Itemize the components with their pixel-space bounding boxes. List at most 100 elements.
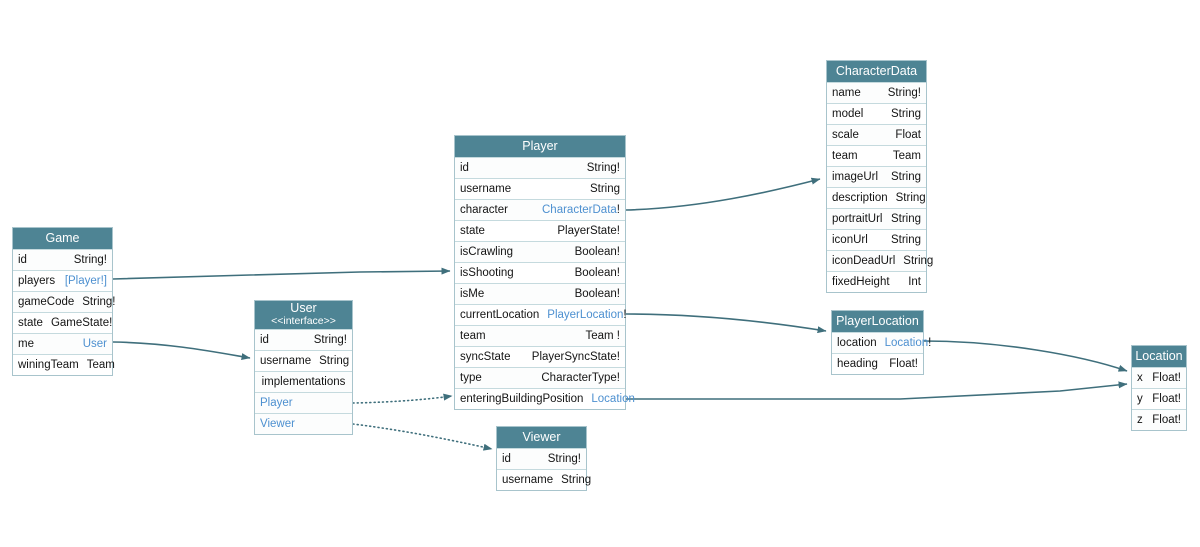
- field-type: String!: [887, 87, 921, 99]
- entity-header-characterdata: CharacterData: [827, 61, 926, 82]
- field-type: PlayerSyncState!: [531, 351, 620, 363]
- field-type: Float!: [889, 358, 918, 370]
- field-row: state GameState!: [13, 312, 112, 333]
- field-type[interactable]: [Player!]: [64, 275, 107, 287]
- field-type: String: [319, 355, 350, 367]
- field-row: id String!: [497, 448, 586, 469]
- field-type: Float!: [1152, 414, 1181, 426]
- field-name: state: [460, 225, 485, 237]
- non-null-marker: !: [623, 309, 627, 321]
- field-type: String: [890, 234, 921, 246]
- entity-header-player: Player: [455, 136, 625, 157]
- field-name: iconUrl: [832, 234, 868, 246]
- field-name: username: [260, 355, 312, 367]
- field-type: CharacterType!: [541, 372, 620, 384]
- field-type: String!: [586, 162, 620, 174]
- field-type[interactable]: User: [82, 338, 107, 350]
- entity-viewer[interactable]: Viewer id String! username String: [496, 426, 591, 491]
- edge-player-character-to-characterdata: [625, 177, 821, 211]
- field-name: state: [18, 317, 43, 329]
- field-type: String: [561, 474, 592, 486]
- field-name: type: [460, 372, 482, 384]
- edge-game-players-to-player: [112, 267, 451, 280]
- field-name: id: [502, 453, 511, 465]
- entity-stereotype: <<interface>>: [271, 315, 336, 327]
- field-row: heading Float!: [832, 353, 923, 374]
- field-row: username String: [497, 469, 591, 490]
- field-row: iconUrl String: [827, 229, 926, 250]
- edge-game-me-to-user: [112, 341, 251, 361]
- entity-title: Game: [45, 231, 80, 245]
- entity-header-location: Location: [1132, 346, 1186, 367]
- field-row: model String: [827, 103, 926, 124]
- field-name: players: [18, 275, 56, 287]
- field-type[interactable]: Location!: [884, 337, 932, 349]
- field-type: String: [903, 255, 934, 267]
- entity-header-game: Game: [13, 228, 112, 249]
- field-row: state PlayerState!: [455, 220, 625, 241]
- edge-playerlocation-location-to-location: [923, 340, 1128, 372]
- field-type: String!: [547, 453, 581, 465]
- implementation-link-viewer[interactable]: Viewer: [255, 413, 352, 434]
- field-type[interactable]: PlayerLocation!: [547, 309, 627, 321]
- non-null-marker: !: [928, 337, 932, 349]
- field-type: String: [895, 192, 926, 204]
- implementations-label: implementations: [255, 371, 352, 392]
- field-name: id: [18, 254, 27, 266]
- field-name: z: [1137, 414, 1143, 426]
- field-name: imageUrl: [832, 171, 879, 183]
- field-row: imageUrl String: [827, 166, 926, 187]
- field-type: GameState!: [50, 317, 113, 329]
- field-name: currentLocation: [460, 309, 540, 321]
- field-name: model: [832, 108, 864, 120]
- field-row: id String!: [13, 249, 112, 270]
- field-type: String: [890, 171, 921, 183]
- field-name: username: [502, 474, 554, 486]
- entity-header-user: User<<interface>>: [255, 301, 352, 329]
- field-name: isMe: [460, 288, 485, 300]
- field-type: String: [589, 183, 620, 195]
- field-type: Team !: [585, 330, 620, 342]
- entity-title: Viewer: [522, 430, 561, 444]
- field-row: z Float!: [1132, 409, 1186, 430]
- field-type: PlayerState!: [557, 225, 620, 237]
- entity-game[interactable]: Game id String! players [Player!] gameCode Str…: [12, 227, 116, 376]
- field-name: y: [1137, 393, 1143, 405]
- field-type: Team: [86, 359, 115, 371]
- field-name: gameCode: [18, 296, 75, 308]
- field-name: id: [260, 334, 269, 346]
- entity-title: PlayerLocation: [836, 314, 919, 328]
- field-type: Team: [892, 150, 921, 162]
- field-type[interactable]: CharacterData!: [542, 204, 620, 216]
- edge-user-impl-viewer: [352, 423, 493, 451]
- edge-player-enteringbuildingposition-to-location: [626, 381, 1128, 400]
- field-type: Float: [895, 129, 921, 141]
- field-type[interactable]: Location: [591, 393, 635, 405]
- non-null-marker: !: [616, 204, 620, 216]
- field-type: Float!: [1152, 393, 1181, 405]
- implementation-link-player[interactable]: Player: [255, 392, 352, 413]
- entity-title: User: [290, 301, 317, 315]
- field-name: heading: [837, 358, 878, 370]
- field-type: String: [890, 108, 921, 120]
- field-type: Boolean!: [574, 246, 620, 258]
- entity-title: CharacterData: [835, 64, 918, 78]
- field-type: String!: [73, 254, 107, 266]
- field-name: name: [832, 87, 861, 99]
